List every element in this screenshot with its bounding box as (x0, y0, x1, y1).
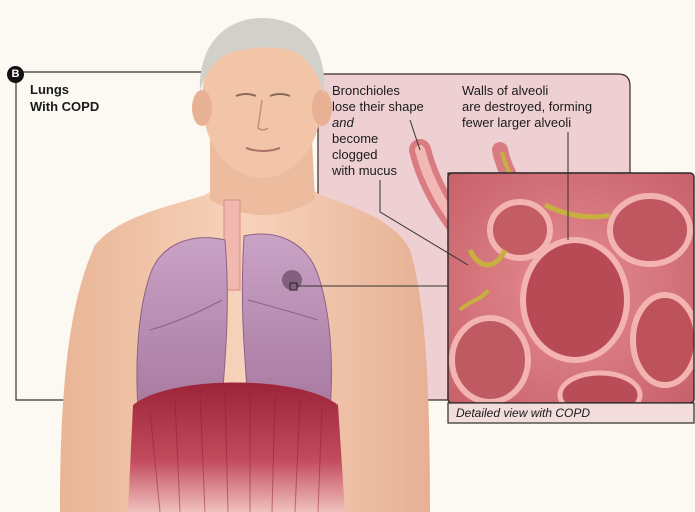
alveoli-line-1: Walls of alveoli (462, 83, 592, 99)
bronchioles-label: Bronchioles lose their shape and become … (332, 83, 424, 179)
bronchioles-line-2: lose their shape (332, 99, 424, 115)
bronchioles-line-6: with mucus (332, 163, 424, 179)
bronchioles-line-3: and (332, 115, 424, 131)
bronchioles-line-5: clogged (332, 147, 424, 163)
panel-badge: B (7, 66, 24, 83)
inset-caption: Detailed view with COPD (448, 403, 694, 423)
alveoli-label: Walls of alveoli are destroyed, forming … (462, 83, 592, 131)
alveoli-line-3: fewer larger alveoli (462, 115, 592, 131)
alveoli-line-2: are destroyed, forming (462, 99, 592, 115)
detail-inset (448, 173, 695, 417)
title-line-2: With COPD (30, 98, 99, 115)
bronchioles-line-1: Bronchioles (332, 83, 424, 99)
bronchioles-line-4: become (332, 131, 424, 147)
diaphragm (128, 383, 345, 512)
title-line-1: Lungs (30, 81, 99, 98)
panel-title: Lungs With COPD (30, 81, 99, 115)
